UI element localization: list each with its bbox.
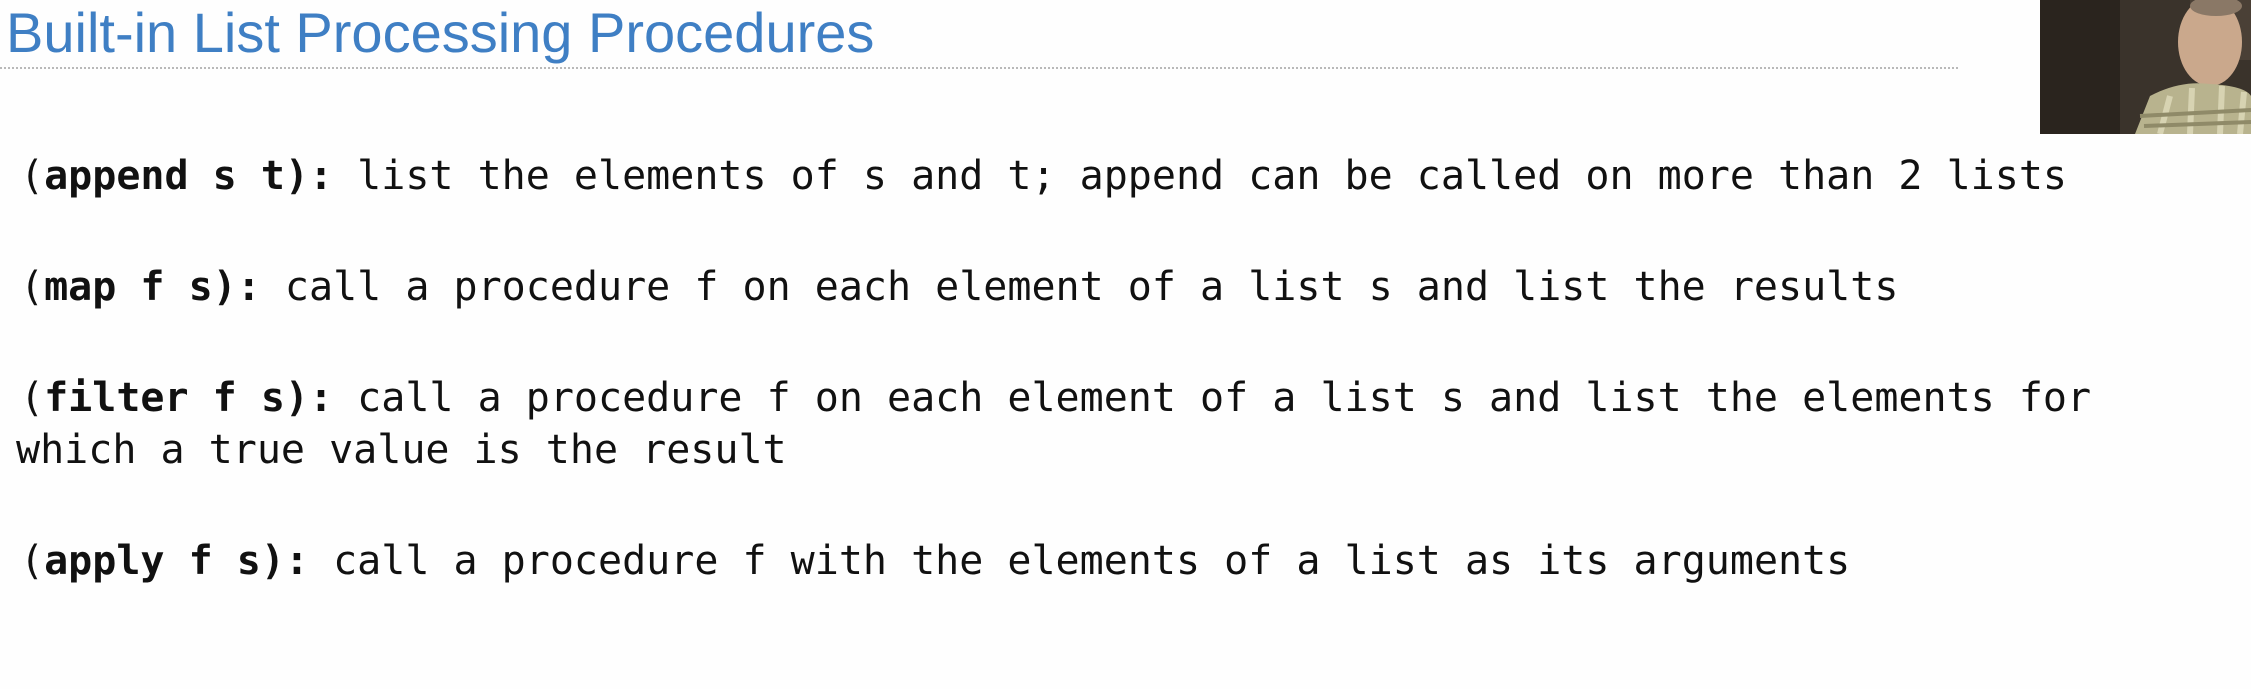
item-close-paren: ): bbox=[284, 153, 334, 199]
procedure-signature: filter f s bbox=[44, 375, 285, 421]
procedure-signature: apply f s bbox=[44, 538, 261, 584]
presenter-video-thumbnail bbox=[2040, 0, 2251, 134]
procedure-description: call a procedure f with the elements of … bbox=[309, 538, 1851, 584]
item-close-paren: ): bbox=[212, 264, 261, 310]
title-divider bbox=[0, 67, 1958, 69]
procedure-description-continued: which a true value is the result bbox=[16, 427, 787, 473]
item-close-paren: ): bbox=[284, 375, 334, 421]
procedure-description: list the elements of s and t; append can… bbox=[333, 153, 2067, 199]
list-item-append: (append s t): list the elements of s and… bbox=[20, 150, 2067, 202]
list-item-apply: (apply f s): call a procedure f with the… bbox=[20, 535, 1850, 587]
item-open-paren: ( bbox=[20, 153, 45, 199]
procedure-signature: map f s bbox=[44, 264, 213, 310]
item-close-paren: ): bbox=[260, 538, 310, 584]
presenter-image bbox=[2040, 0, 2251, 134]
procedure-description: call a procedure f on each element of a … bbox=[260, 264, 1899, 310]
item-open-paren: ( bbox=[20, 375, 45, 421]
item-open-paren: ( bbox=[20, 264, 45, 310]
list-item-filter: (filter f s): call a procedure f on each… bbox=[16, 372, 2092, 476]
procedure-signature: append s t bbox=[44, 153, 285, 199]
slide-title: Built-in List Processing Procedures bbox=[6, 1, 875, 64]
procedure-description: call a procedure f on each element of a … bbox=[333, 375, 2092, 421]
item-open-paren: ( bbox=[20, 538, 45, 584]
list-item-map: (map f s): call a procedure f on each el… bbox=[20, 261, 1898, 313]
